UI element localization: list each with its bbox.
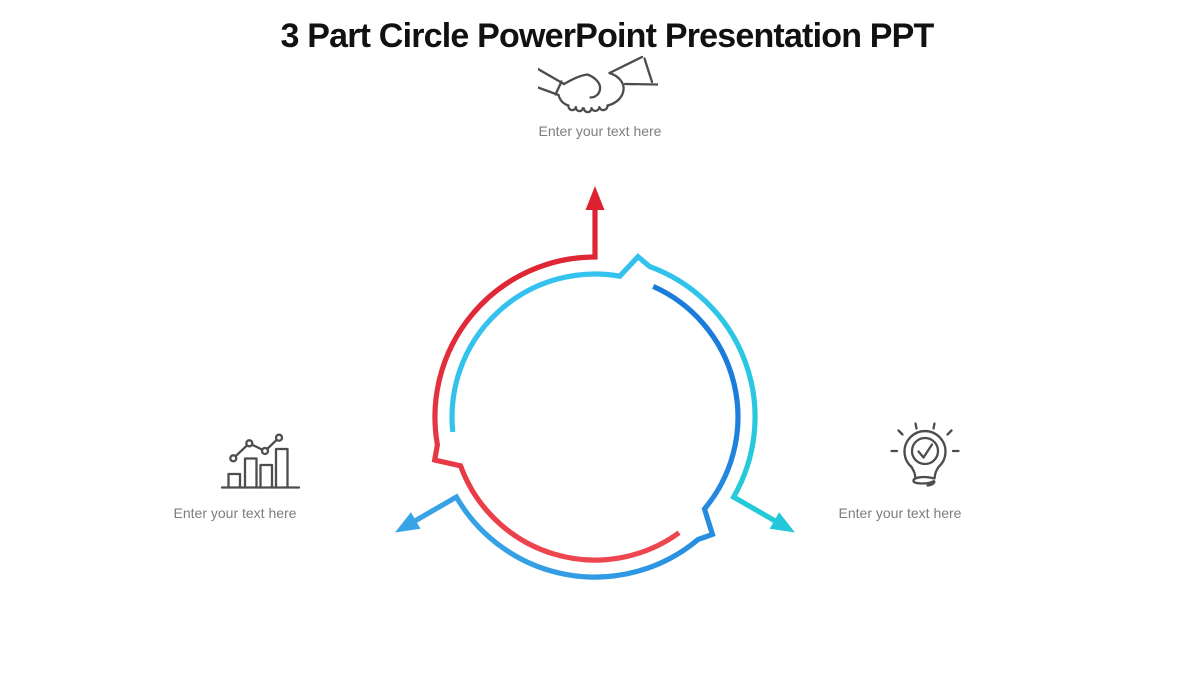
text-placeholder-left: Enter your text here [173, 505, 297, 521]
bar-chart-icon [220, 433, 301, 489]
handshake-icon [538, 55, 658, 114]
red-segment-arc [431, 205, 681, 563]
slide-title: 3 Part Circle PowerPoint Presentation PP… [280, 17, 934, 55]
cyan-segment-arc [449, 253, 780, 526]
blue-arrowhead [395, 512, 421, 533]
cyan-arrowhead [769, 512, 795, 533]
red-arrowhead [585, 186, 605, 210]
text-placeholder-top: Enter your text here [538, 123, 662, 139]
lightbulb-check-icon [890, 422, 960, 487]
blue-segment-arc [410, 284, 741, 580]
text-placeholder-right: Enter your text here [838, 505, 962, 521]
three-part-circle-diagram [395, 186, 795, 580]
